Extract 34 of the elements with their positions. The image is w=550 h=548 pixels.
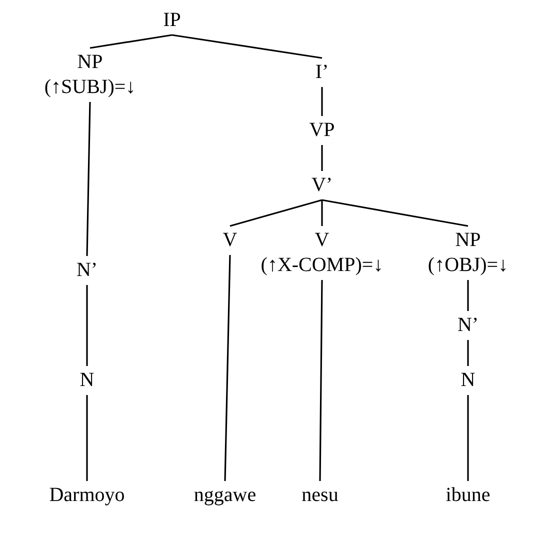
tree-branch [321, 200, 323, 226]
category-label: V [222, 228, 238, 253]
category-label: NP [454, 228, 482, 253]
category-label: VP [309, 118, 335, 143]
word-label: ibune [446, 483, 490, 508]
function-annotation: (↑OBJ)=↓ [428, 253, 508, 278]
function-annotation: (↑SUBJ)=↓ [44, 75, 136, 100]
tree-branch [172, 34, 322, 59]
tree-branch [467, 280, 469, 311]
category-label: N [80, 368, 94, 393]
tree-branch [321, 145, 323, 171]
word-label: Darmoyo [49, 483, 125, 508]
tree-branch [319, 280, 323, 481]
tree-branch [321, 87, 323, 116]
word-label: nesu [302, 483, 338, 508]
tree-branch [467, 395, 469, 481]
category-label: N’ [457, 313, 479, 338]
function-annotation: (↑X-COMP)=↓ [260, 253, 384, 278]
category-label: N’ [76, 258, 98, 283]
category-label: V’ [311, 173, 333, 198]
tree-branch [86, 285, 88, 366]
tree-branch [322, 199, 468, 227]
category-label: I’ [315, 60, 329, 85]
tree-branch [230, 199, 322, 227]
tree-branch [86, 395, 88, 481]
tree-branch [467, 340, 469, 366]
tree-branch [224, 254, 231, 482]
category-label: N [460, 368, 476, 393]
category-label: V [314, 228, 330, 253]
tree-branch [86, 102, 91, 256]
category-label: IP [163, 8, 181, 33]
tree-branch [90, 34, 172, 49]
word-label: nggawe [194, 483, 256, 508]
category-label: NP [76, 50, 104, 75]
